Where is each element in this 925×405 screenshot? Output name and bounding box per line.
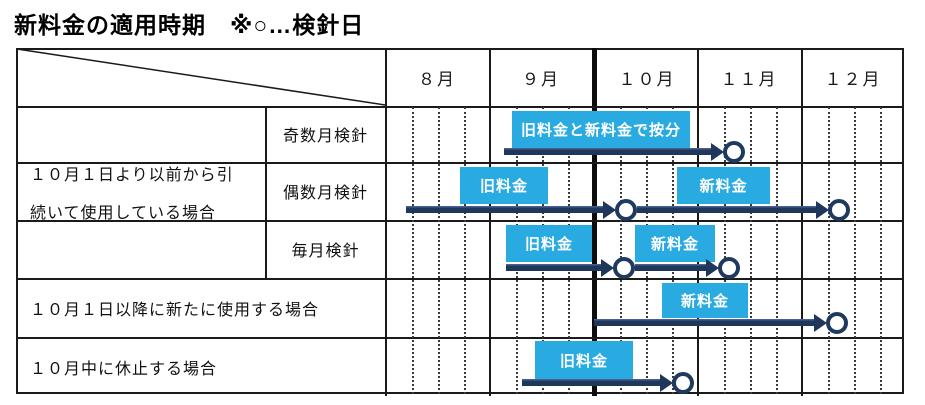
quarter-dotted-line — [412, 107, 414, 394]
rate-bar-old-even: 旧料金 — [460, 167, 548, 204]
grid-line-row1-bottom — [16, 162, 904, 164]
rate-bar-old-monthly: 旧料金 — [506, 225, 592, 262]
timeline-arrow-head — [603, 201, 616, 219]
grid-line-labels-chart-divider — [385, 48, 387, 396]
quarter-dotted-line — [724, 107, 726, 394]
quarter-dotted-line — [438, 107, 440, 394]
case-label-new-use-after-oct1: １０月１日以降に新たに使用する場合 — [30, 301, 320, 319]
reading-day-circle — [615, 199, 637, 221]
reading-day-circle — [718, 257, 740, 279]
timeline-arrow-head — [706, 259, 719, 277]
grid-line-row3-bottom — [16, 278, 904, 280]
cycle-label-even-month: 偶数月検針 — [282, 185, 368, 202]
grid-line-nov-dec — [801, 48, 803, 396]
timeline-arrow-line — [635, 264, 706, 271]
page-title: 新料金の適用時期 ※○…検針日 — [14, 12, 365, 38]
timeline-arrow-head — [711, 143, 724, 161]
quarter-dotted-line — [828, 107, 830, 394]
rate-bar-new-even: 新料金 — [677, 167, 770, 204]
quarter-dotted-line — [776, 107, 778, 394]
reading-day-circle — [723, 141, 745, 163]
timeline-arrow-head — [660, 374, 673, 392]
month-header-dec: １２月 — [824, 69, 882, 89]
case-label-continuous-use: １０月１日より以前から引 続いて使用している場合 — [30, 106, 262, 278]
case-label-line1: １０月１日より以前から引 — [30, 167, 234, 184]
quarter-dotted-line — [854, 107, 856, 394]
cycle-label-monthly: 毎月検針 — [291, 243, 360, 260]
quarter-dotted-line — [750, 107, 752, 394]
reading-day-circle — [826, 312, 848, 334]
grid-line-header-bottom — [16, 106, 904, 108]
rate-bar-old-suspend: 旧料金 — [535, 341, 633, 379]
month-header-sep: ９月 — [522, 69, 560, 89]
header-diagonal-line — [16, 48, 386, 106]
grid-line-aug-sep — [489, 48, 491, 396]
timeline-arrow-line — [594, 319, 814, 326]
case-label-suspend-in-oct: １０月中に休止する場合 — [30, 360, 218, 378]
grid-line-row2-bottom — [16, 220, 904, 222]
reading-day-circle — [613, 257, 635, 279]
rate-bar-new-monthly: 新料金 — [635, 225, 715, 262]
timeline-arrow-line — [506, 264, 601, 271]
reading-day-circle — [672, 372, 694, 394]
quarter-dotted-line — [880, 107, 882, 394]
timeline-arrow-line — [637, 206, 816, 213]
cycle-label-odd-month: 奇数月検針 — [282, 128, 368, 145]
month-header-nov: １１月 — [720, 69, 778, 89]
timeline-arrow-line — [406, 206, 603, 213]
quarter-dotted-line — [464, 107, 466, 394]
case-label-line2: 続いて使用している場合 — [30, 205, 217, 222]
timeline-arrow-line — [522, 379, 660, 386]
grid-line-sublabel-divider — [265, 106, 267, 278]
timeline-arrow-head — [814, 314, 827, 332]
rate-bar-prorated: 旧料金と新料金で按分 — [512, 111, 690, 148]
october-1-divider-line — [592, 48, 597, 396]
month-header-aug: ８月 — [418, 69, 456, 89]
timeline-arrow-head — [601, 259, 614, 277]
grid-line-row4-bottom — [16, 337, 904, 339]
reading-day-circle — [828, 199, 850, 221]
rate-bar-new-use: 新料金 — [662, 283, 748, 318]
quarter-dotted-line — [620, 107, 622, 394]
grid-line-oct-nov — [697, 48, 699, 396]
timeline-arrow-head — [816, 201, 829, 219]
month-header-oct: １０月 — [618, 69, 676, 89]
timeline-arrow-line — [504, 148, 711, 155]
